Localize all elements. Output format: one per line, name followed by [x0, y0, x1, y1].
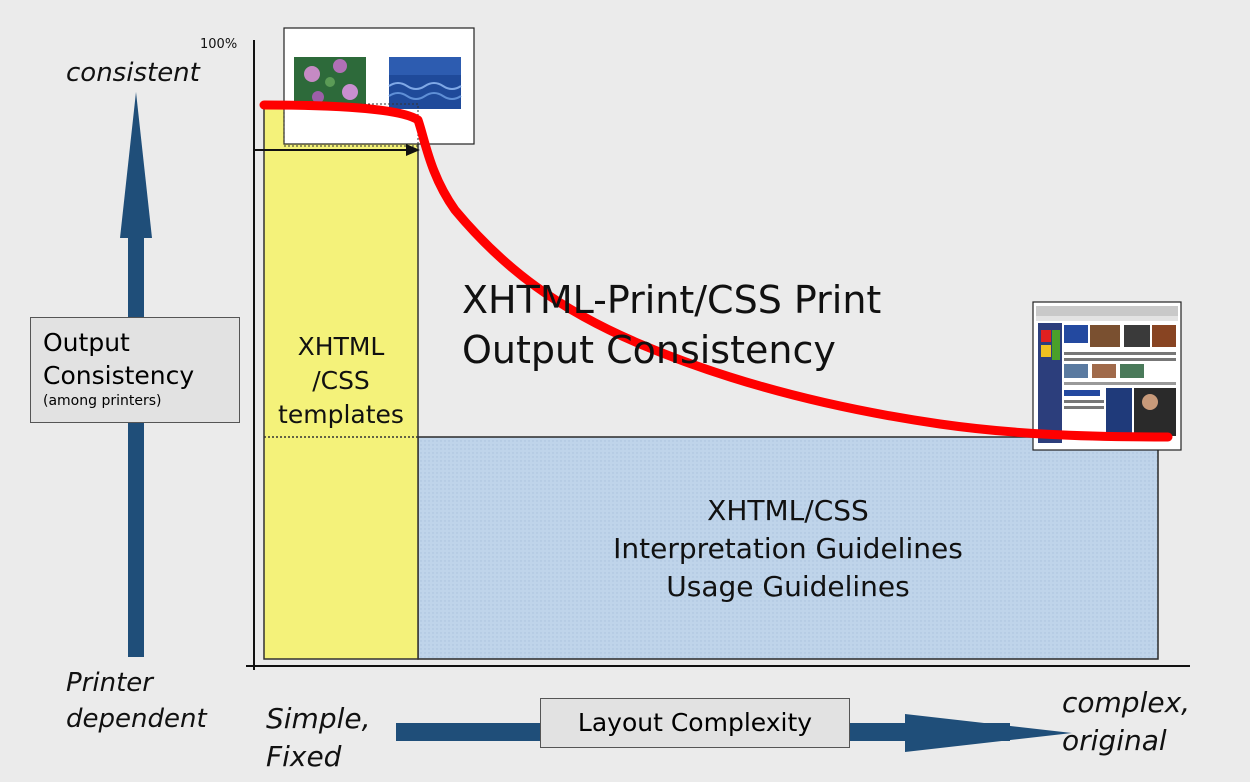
output-consistency-title-2: Consistency: [43, 361, 195, 390]
news-webpage-screenshot: [1032, 301, 1182, 451]
consistency-curve: [259, 100, 1173, 442]
y-bottom-label: Printer dependent: [66, 668, 207, 734]
output-consistency-box: Output Consistency (among printers): [30, 317, 240, 423]
templates-label: XHTML /CSS templates: [278, 332, 404, 429]
x-right-label: complex, original: [1062, 686, 1191, 757]
x-left-label: Simple, Fixed: [266, 702, 371, 773]
y-top-label: consistent: [66, 58, 200, 88]
guidelines-label: XHTML/CSS Interpretation Guidelines Usag…: [613, 494, 963, 603]
templates-region: [263, 103, 419, 660]
layout-complexity-box: Layout Complexity: [540, 698, 850, 748]
y-max-tick: 100%: [200, 37, 238, 52]
flowers-photo: [294, 57, 366, 109]
output-consistency-subtitle: (among printers): [43, 393, 162, 409]
level-pointer-arrowhead: [406, 144, 420, 156]
guidelines-region: [417, 436, 1159, 660]
water-photo: [388, 57, 462, 109]
output-consistency-title-1: Output: [43, 328, 130, 357]
curve-label: XHTML-Print/CSS Print Output Consistency: [462, 278, 882, 372]
